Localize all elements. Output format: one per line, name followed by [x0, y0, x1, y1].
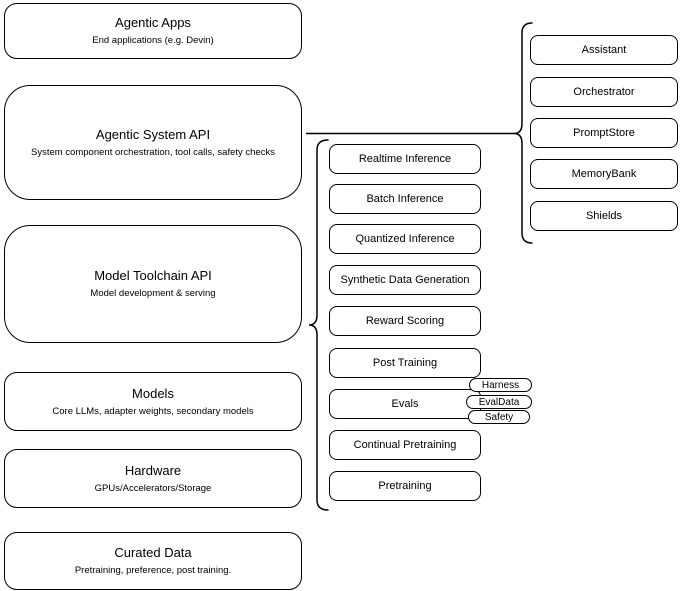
component-label: MemoryBank: [571, 168, 637, 180]
service-label: Reward Scoring: [365, 315, 445, 327]
node-title: Curated Data: [114, 545, 192, 560]
node-subtitle: GPUs/Accelerators/Storage: [94, 482, 212, 494]
component-label: Shields: [585, 210, 623, 222]
node-subtitle: Pretraining, preference, post training.: [74, 565, 232, 576]
node-model-toolchain-api: Model Toolchain API Model development & …: [4, 225, 302, 343]
node-title: Models: [132, 385, 174, 401]
node-models: Models Core LLMs, adapter weights, secon…: [4, 372, 302, 431]
component-assistant: Assistant: [530, 35, 678, 65]
component-memorybank: MemoryBank: [530, 159, 678, 189]
component-label: Orchestrator: [573, 86, 635, 98]
component-shields: Shields: [530, 201, 678, 231]
node-title: Model Toolchain API: [94, 268, 212, 283]
service-continual-pretraining: Continual Pretraining: [329, 430, 481, 460]
node-subtitle: Model development & serving: [90, 288, 216, 299]
tag-evaldata: EvalData: [466, 395, 532, 409]
component-orchestrator: Orchestrator: [530, 77, 678, 107]
component-promptstore: PromptStore: [530, 118, 678, 148]
service-post-training: Post Training: [329, 348, 481, 378]
component-label: Assistant: [581, 44, 627, 56]
node-title: Hardware: [124, 462, 182, 478]
service-label: Pretraining: [378, 480, 432, 492]
node-agentic-apps: Agentic Apps End applications (e.g. Devi…: [4, 3, 302, 59]
service-pretraining: Pretraining: [329, 471, 481, 501]
service-label: Realtime Inference: [358, 153, 452, 165]
service-label: Post Training: [372, 357, 438, 369]
brace-toolchain-services: [308, 139, 329, 511]
tag-label: EvalData: [478, 396, 520, 408]
service-evals: Evals: [329, 389, 481, 419]
node-subtitle: System component orchestration, tool cal…: [31, 146, 275, 158]
node-agentic-system-api: Agentic System API System component orch…: [4, 85, 302, 200]
service-label: Evals: [391, 398, 419, 410]
component-label: PromptStore: [573, 127, 635, 139]
node-subtitle: Core LLMs, adapter weights, secondary mo…: [52, 405, 254, 417]
service-label: Quantized Inference: [355, 233, 455, 245]
tag-label: Harness: [481, 379, 520, 391]
node-curated-data: Curated Data Pretraining, preference, po…: [4, 532, 302, 590]
node-title: Agentic Apps: [115, 15, 191, 30]
service-reward-scoring: Reward Scoring: [329, 306, 481, 336]
service-realtime-inference: Realtime Inference: [329, 144, 481, 174]
service-label: Continual Pretraining: [353, 439, 457, 451]
service-label: Batch Inference: [366, 193, 444, 205]
tag-label: Safety: [484, 411, 514, 423]
tag-harness: Harness: [469, 378, 532, 392]
tag-safety: Safety: [468, 410, 530, 424]
service-synthetic-data-generation: Synthetic Data Generation: [329, 265, 481, 295]
node-subtitle: End applications (e.g. Devin): [92, 35, 214, 46]
node-title: Agentic System API: [95, 126, 211, 142]
service-label: Synthetic Data Generation: [340, 274, 470, 286]
service-quantized-inference: Quantized Inference: [329, 224, 481, 254]
node-hardware: Hardware GPUs/Accelerators/Storage: [4, 449, 302, 508]
service-batch-inference: Batch Inference: [329, 184, 481, 214]
